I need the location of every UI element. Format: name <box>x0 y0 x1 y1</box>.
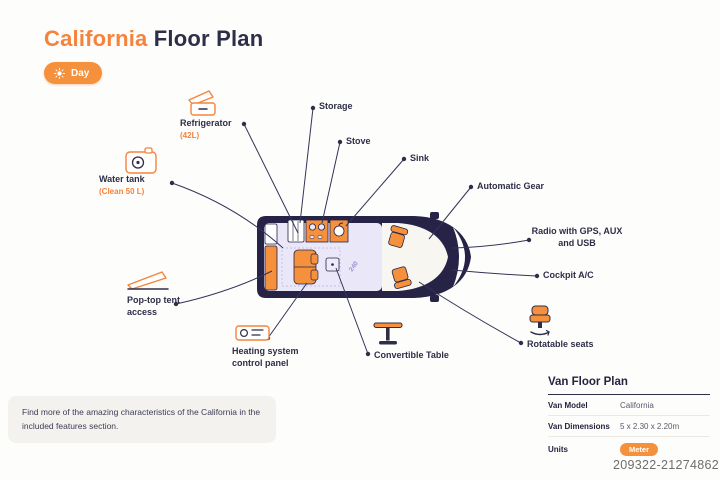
panel-row-units: Units Meter <box>548 437 710 461</box>
storage-unit <box>287 219 305 243</box>
mirror-icon <box>430 212 439 219</box>
units-badge[interactable]: Meter <box>620 443 659 456</box>
panel-row-van-model: Van Model California <box>548 395 710 416</box>
footer-note: Find more of the amazing characteristics… <box>8 396 276 444</box>
label-refrigerator-detail: (42L) <box>180 130 200 140</box>
panel-title: Van Floor Plan <box>548 376 710 395</box>
heating-control-icon <box>235 325 270 341</box>
sun-icon <box>54 67 65 79</box>
mirror-icon <box>430 295 439 302</box>
label-sink: Sink <box>410 153 430 163</box>
label-heating: Heating system control panel <box>232 346 299 368</box>
label-radio: Radio with GPS, AUX and USB <box>531 226 623 248</box>
van-info-panel: Van Floor Plan Van Model California Van … <box>548 376 710 461</box>
refrigerator-icon <box>188 90 216 116</box>
front-seat <box>388 225 409 248</box>
van-floorplan-graphic: 240 <box>257 212 471 302</box>
label-water-tank: Water tank (Clean 50 L) <box>99 174 165 197</box>
label-convertible-table: Convertible Table <box>374 350 449 360</box>
label-storage: Storage <box>319 101 353 111</box>
row-label: Units <box>548 445 568 454</box>
title-highlight: California <box>44 26 148 51</box>
row-value: 5 x 2.30 x 2.20m <box>620 422 680 431</box>
day-toggle-button[interactable]: Day <box>44 62 103 84</box>
label-refrigerator: Refrigerator (42L) <box>180 118 244 141</box>
title-rest: Floor Plan <box>147 26 264 51</box>
label-automatic-gear: Automatic Gear <box>477 181 545 191</box>
convertible-table-icon <box>373 322 403 345</box>
label-pop-top: Pop-top tent access <box>127 295 180 317</box>
page-title: California Floor Plan <box>44 26 263 52</box>
pop-top-tent-icon <box>127 271 169 290</box>
label-water-tank-detail: (Clean 50 L) <box>99 186 145 196</box>
label-stove: Stove <box>346 136 371 146</box>
row-label: Van Dimensions <box>548 422 610 431</box>
row-value: California <box>620 401 654 410</box>
stove-unit <box>305 219 329 243</box>
bed-area <box>281 247 341 287</box>
day-toggle-label: Day <box>71 67 90 79</box>
front-seat <box>391 266 412 290</box>
row-label: Van Model <box>548 401 588 410</box>
panel-row-van-dimensions: Van Dimensions 5 x 2.30 x 2.20m <box>548 416 710 437</box>
rear-cabinet <box>264 223 278 245</box>
wardrobe <box>264 245 278 291</box>
watermark: 209322-21274862 <box>613 458 719 472</box>
rotatable-seat-icon <box>529 305 551 336</box>
label-cockpit-ac: Cockpit A/C <box>543 270 594 280</box>
label-rotatable-seats: Rotatable seats <box>527 339 594 349</box>
water-tank-icon <box>125 147 157 174</box>
